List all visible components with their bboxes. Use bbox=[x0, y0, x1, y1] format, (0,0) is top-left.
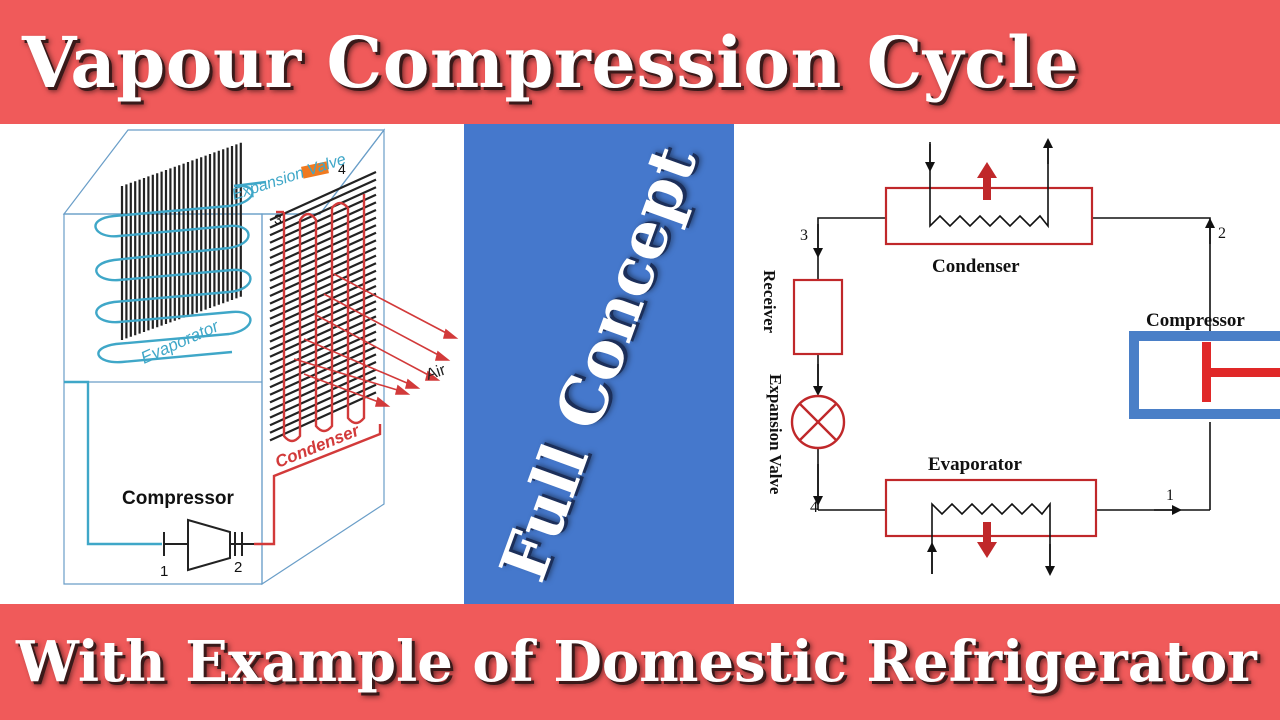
heat-in-arrow bbox=[977, 522, 997, 558]
full-concept-text: Full Concept bbox=[485, 136, 713, 592]
condenser-fin bbox=[269, 376, 377, 427]
evaporator-grid bbox=[120, 142, 242, 340]
expansion-valve-body bbox=[301, 161, 329, 179]
condenser-fin bbox=[269, 315, 377, 366]
condenser-coil bbox=[929, 142, 1049, 229]
condenser-fin bbox=[269, 338, 377, 389]
cycle-point-4: 4 bbox=[810, 499, 818, 516]
condenser-fin bbox=[269, 322, 377, 374]
air-label: Air bbox=[424, 361, 448, 383]
condenser-fin bbox=[269, 269, 377, 320]
receiver-label: Receiver bbox=[760, 270, 779, 334]
title: Vapour Compression Cycle bbox=[22, 20, 1080, 104]
cycle-evaporator-label: Evaporator bbox=[928, 454, 1023, 475]
expansion-valve-label: Expansion Valve bbox=[230, 151, 348, 204]
compressor-cylinder bbox=[1129, 331, 1280, 419]
expansion-valve-label: Expansion Valve bbox=[766, 374, 785, 495]
condenser-fin bbox=[269, 368, 377, 419]
condenser-fin bbox=[269, 239, 377, 290]
cycle-point-2: 2 bbox=[1218, 225, 1226, 242]
cycle-compressor-label: Compressor bbox=[1146, 310, 1245, 331]
condenser-fin bbox=[269, 231, 377, 282]
top-banner: Vapour Compression Cycle bbox=[0, 0, 1280, 124]
condenser-fin bbox=[269, 262, 377, 313]
flow-arrows bbox=[813, 218, 1215, 515]
compressor-symbol bbox=[163, 518, 254, 572]
point-4-label: 4 bbox=[338, 161, 346, 177]
bottom-banner: With Example of Domestic Refrigerator bbox=[0, 604, 1280, 720]
condenser-fin bbox=[269, 330, 377, 381]
expansion-valve-symbol bbox=[790, 394, 846, 450]
point-3-label: 3 bbox=[274, 211, 282, 227]
compressor-label: Compressor bbox=[122, 488, 235, 509]
condenser-fin bbox=[269, 178, 377, 229]
full-concept-panel: Full Concept bbox=[464, 124, 734, 604]
condenser-fin bbox=[269, 300, 377, 351]
condenser-fin bbox=[269, 224, 377, 275]
condenser-fin bbox=[269, 391, 377, 442]
receiver-box bbox=[792, 278, 844, 356]
subtitle: With Example of Domestic Refrigerator bbox=[16, 629, 1257, 695]
condenser-fin bbox=[269, 284, 377, 336]
condenser-fin bbox=[269, 292, 377, 343]
cycle-diagram: Condenser Receiver Expansion Valve Evapo… bbox=[760, 138, 1280, 576]
cycle-point-3: 3 bbox=[800, 227, 808, 244]
cycle-diagram-panel: Condenser Receiver Expansion Valve Evapo… bbox=[734, 124, 1280, 604]
condenser-fin bbox=[269, 170, 377, 222]
condenser-fin bbox=[269, 201, 377, 252]
condenser-fin bbox=[269, 307, 377, 358]
condenser-fin bbox=[269, 193, 377, 244]
condenser-fin bbox=[269, 208, 377, 260]
condenser-coils bbox=[254, 194, 382, 546]
condenser-fin bbox=[269, 383, 377, 434]
air-arrows bbox=[293, 273, 459, 407]
refrigerator-diagram-panel: Evaporator Expansion Valve Condenser Air… bbox=[4, 124, 464, 604]
heat-out-arrow bbox=[977, 162, 997, 200]
evaporator-coil bbox=[931, 501, 1051, 574]
condenser-grid bbox=[269, 170, 377, 442]
evaporator-coils bbox=[64, 180, 267, 546]
condenser-fin bbox=[269, 345, 377, 396]
point-2-label: 2 bbox=[234, 559, 242, 576]
condenser-fin bbox=[269, 246, 377, 298]
cycle-point-1: 1 bbox=[1166, 487, 1174, 504]
point-1-label: 1 bbox=[160, 563, 168, 580]
condenser-fin bbox=[269, 254, 377, 305]
refrigerator-diagram: Evaporator Expansion Valve Condenser Air… bbox=[62, 128, 459, 586]
condenser-fin bbox=[269, 360, 377, 412]
condenser-fin bbox=[269, 216, 377, 267]
condenser-fin bbox=[269, 186, 377, 237]
evaporator-box bbox=[884, 478, 1098, 538]
cycle-condenser-label: Condenser bbox=[932, 256, 1020, 277]
